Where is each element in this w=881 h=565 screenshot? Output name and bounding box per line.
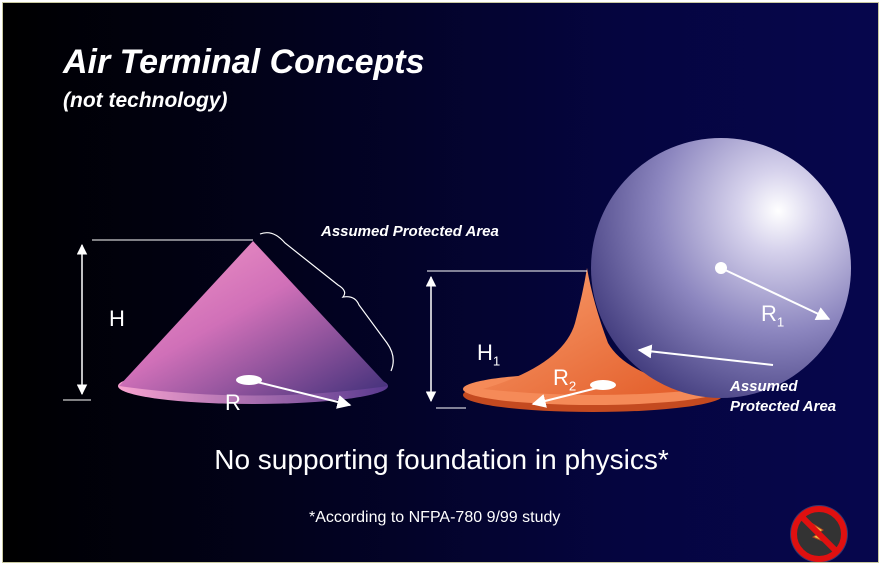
cone-diagram	[63, 232, 394, 409]
footer-statement: No supporting foundation in physics*	[214, 444, 669, 475]
sphere-protected-arrow	[637, 344, 774, 366]
spike-shape	[483, 268, 708, 395]
sphere-radius-arrow	[722, 268, 831, 320]
sphere-diagram	[425, 138, 851, 412]
slide-title: Air Terminal Concepts	[63, 43, 425, 81]
cone-shape	[119, 241, 388, 396]
cone-center-dot	[236, 375, 262, 385]
spike-radius-arrow	[531, 386, 602, 408]
spike-height-label: H1	[477, 340, 501, 369]
cone-protected-area-label: Assumed Protected Area	[321, 223, 499, 240]
sphere-radius-label: R1	[761, 301, 785, 330]
sphere-protected-area-label: Assumed Protected Area	[730, 378, 837, 415]
cone-radius-arrow	[252, 380, 352, 409]
cone-radius-label: R	[225, 390, 241, 415]
footer-footnote: *According to NFPA-780 9/99 study	[309, 509, 561, 526]
diagram-canvas	[63, 138, 851, 562]
protected-area-brace	[259, 232, 394, 372]
slide-subtitle: (not technology)	[63, 89, 228, 112]
spike-radius-label: R2	[553, 365, 577, 394]
prohibited-lightning-icon	[790, 505, 848, 562]
cone-height-label: H	[109, 306, 125, 331]
sphere-center-dot	[715, 262, 727, 274]
